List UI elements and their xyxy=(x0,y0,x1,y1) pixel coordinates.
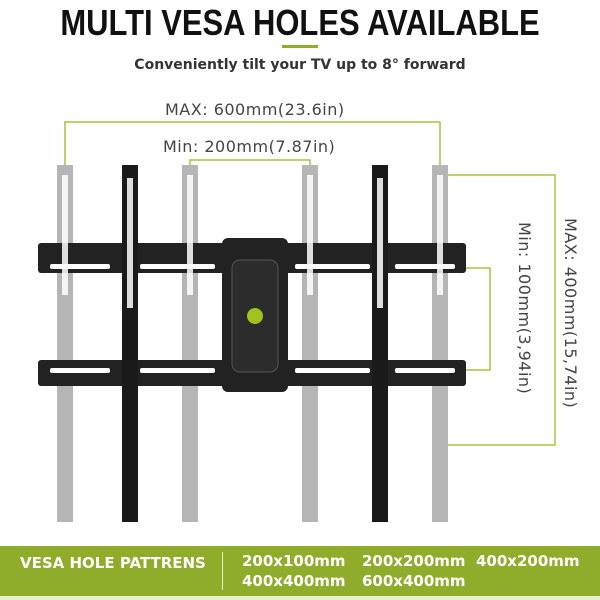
pattern-item: 400x200mm xyxy=(476,552,580,570)
vesa-patterns-banner: VESA HOLE PATTRENS 200x100mm 200x200mm 4… xyxy=(0,546,600,596)
min-height-label: Min: 100mm(3,94in) xyxy=(515,222,534,395)
page-title: MULTI VESA HOLES AVAILABLE xyxy=(60,2,540,43)
banner-divider xyxy=(222,552,223,590)
pattern-item: 200x200mm xyxy=(362,552,466,570)
banner-label: VESA HOLE PATTRENS xyxy=(20,554,206,572)
arm-holes xyxy=(62,175,443,308)
banner-bottom-line xyxy=(0,596,600,600)
pattern-item: 200x100mm xyxy=(242,552,346,570)
logo-icon xyxy=(247,308,263,324)
black-arms xyxy=(122,165,388,522)
min-width-label: Min: 200mm(7.87in) xyxy=(163,137,336,156)
max-height-label: MAX: 400mm(15,74in) xyxy=(561,218,580,409)
pattern-item: 600x400mm xyxy=(362,572,466,590)
max-width-label: MAX: 600mm(23.6in) xyxy=(165,100,345,119)
title-underline xyxy=(282,45,318,48)
subtitle: Conveniently tilt your TV up to 8° forwa… xyxy=(134,57,466,73)
pattern-item: 400x400mm xyxy=(242,572,346,590)
